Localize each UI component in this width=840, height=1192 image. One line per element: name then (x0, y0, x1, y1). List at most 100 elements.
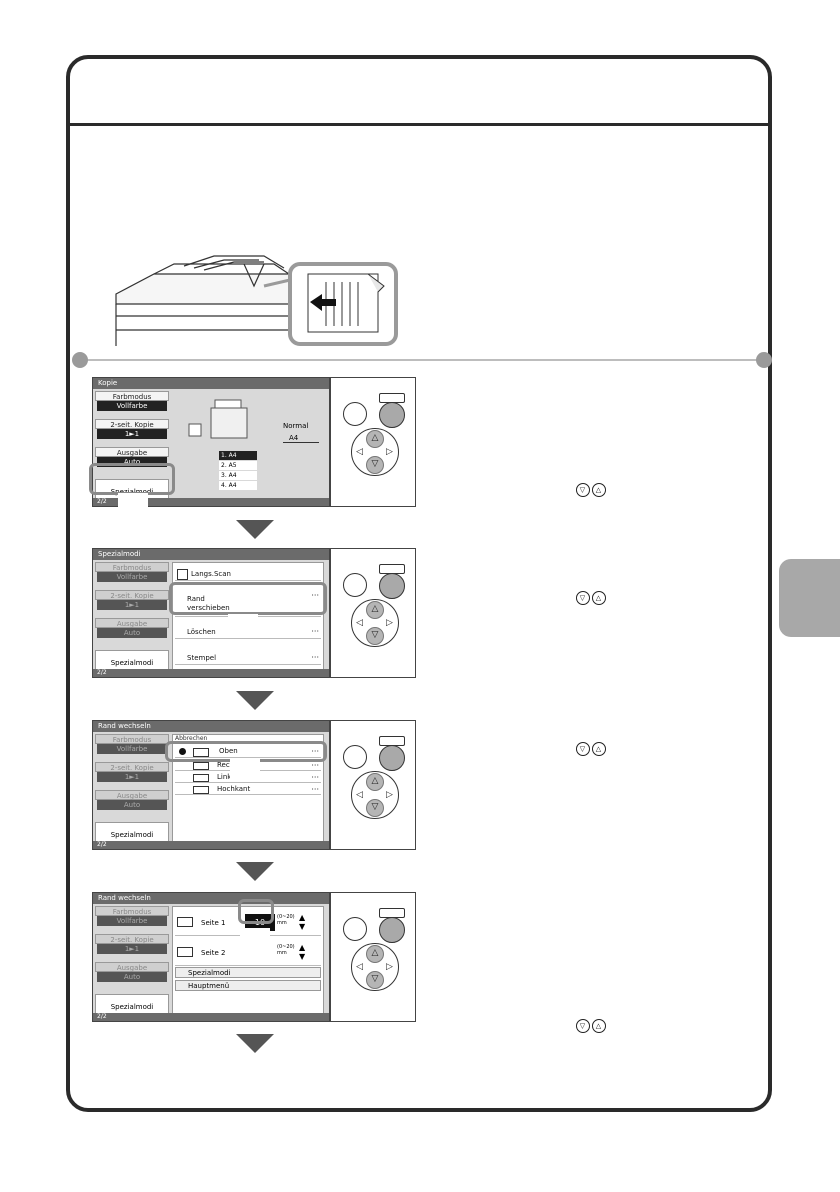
key-ok[interactable] (379, 917, 405, 943)
up-key-icon[interactable]: △ (366, 945, 384, 963)
key-back[interactable] (343, 402, 367, 426)
mode-duplex[interactable]: 2-seit. Kopie 1►1 (95, 419, 169, 439)
highlight-value (238, 899, 274, 924)
screen-title: Spezialmodi (93, 549, 329, 560)
mode-ausgabe: Ausgabe Auto (95, 790, 169, 810)
page-frame (66, 55, 772, 1112)
link-hauptmenue[interactable]: Hauptmenü (175, 980, 321, 991)
updown-keys-icon: ▽△ (576, 741, 608, 756)
screen-rand-wechseln-value: Rand wechseln Farbmodus Vollfarbe 2-seit… (92, 892, 330, 1022)
header-divider (70, 123, 768, 126)
dpad: △ ▽ ◁ ▷ (351, 599, 399, 647)
screen-spezialmodi: Spezialmodi Farbmodus Vollfarbe 2-seit. … (92, 548, 330, 678)
range-hint: (0~20)mm (277, 944, 295, 956)
updown-keys-icon: ▽△ (576, 590, 608, 605)
right-key-icon[interactable]: ▷ (386, 447, 393, 457)
highlight-rand-verschieben (169, 582, 327, 615)
callout-box (228, 614, 258, 628)
mode-farbmodus: Farbmodus Vollfarbe (95, 734, 169, 754)
mode-duplex: 2-seit. Kopie 1►1 (95, 590, 169, 610)
callout-box (240, 928, 270, 948)
divider-dot-right (756, 352, 772, 368)
menu-item-loeschen[interactable]: Löschen··· (175, 625, 321, 639)
option-oben[interactable]: Oben··· (175, 745, 321, 758)
key-ok[interactable] (379, 573, 405, 599)
screen-title: Rand wechseln (93, 893, 329, 904)
divider-dot-left (72, 352, 88, 368)
stepper-icon[interactable]: ▲▼ (299, 943, 306, 961)
screen-title: Kopie (93, 378, 329, 389)
up-key-icon[interactable]: △ (366, 601, 384, 619)
control-panel-3: △ ▽ ◁ ▷ (330, 720, 416, 850)
step-arrow-4 (236, 1034, 274, 1053)
side2-row: Seite 2 (0~20)mm ▲▼ (175, 941, 321, 966)
page-icon (193, 748, 209, 757)
right-key-icon[interactable]: ▷ (386, 790, 393, 800)
page-icon (193, 774, 209, 782)
tray-3[interactable]: 3. A4 (219, 471, 257, 480)
left-key-icon[interactable]: ◁ (356, 447, 363, 457)
down-key-icon[interactable]: ▽ (366, 799, 384, 817)
copier-illustration (115, 255, 398, 346)
right-key-icon[interactable]: ▷ (386, 962, 393, 972)
right-key-icon[interactable]: ▷ (386, 618, 393, 628)
radio-selected-icon (179, 748, 186, 755)
mode-ausgabe[interactable]: Ausgabe Auto (95, 447, 169, 467)
key-back[interactable] (343, 745, 367, 769)
highlight-spezialmodi (89, 463, 175, 495)
key-ok[interactable] (379, 402, 405, 428)
tray-list: 1. A4 2. A5 3. A4 4. A4 (219, 451, 257, 490)
callout-box (230, 759, 260, 781)
left-key-icon[interactable]: ◁ (356, 790, 363, 800)
mode-farbmodus: Farbmodus Vollfarbe (95, 906, 169, 926)
down-key-icon[interactable]: ▽ (366, 456, 384, 474)
dpad: △ ▽ ◁ ▷ (351, 771, 399, 819)
mode-farbmodus: Farbmodus Vollfarbe (95, 562, 169, 582)
key-ok[interactable] (379, 745, 405, 771)
tray-2[interactable]: 2. A5 (219, 461, 257, 470)
page-indicator: 2/2 (93, 841, 329, 849)
margin-menu: Abbrechen Oben··· Rech··· Link··· Hochka… (172, 734, 324, 842)
menu-item-langs-scan[interactable]: Langs.Scan (175, 567, 321, 581)
machine-diagram (188, 399, 248, 439)
stepper-icon[interactable]: ▲▼ (299, 913, 306, 931)
updown-keys-icon: ▽△ (576, 1018, 608, 1033)
mode-farbmodus[interactable]: Farbmodus Vollfarbe (95, 391, 169, 411)
option-hochkant[interactable]: Hochkant··· (175, 784, 321, 795)
callout-box (118, 493, 148, 507)
page-icon (193, 762, 209, 770)
mode-column: Farbmodus Vollfarbe 2-seit. Kopie 1►1 Au… (95, 906, 169, 1018)
mode-duplex: 2-seit. Kopie 1►1 (95, 934, 169, 954)
range-hint: (0~20)mm (277, 914, 295, 926)
option-links[interactable]: Link··· (175, 772, 321, 783)
control-panel-1: △ ▽ ◁ ▷ (330, 377, 416, 507)
key-back[interactable] (343, 917, 367, 941)
up-key-icon[interactable]: △ (366, 773, 384, 791)
screen-title: Rand wechseln (93, 721, 329, 732)
menu-item-stempel[interactable]: Stempel··· (175, 651, 321, 665)
section-divider (80, 359, 764, 361)
down-key-icon[interactable]: ▽ (366, 627, 384, 645)
tray-1[interactable]: 1. A4 (219, 451, 257, 460)
screen-rand-wechseln: Rand wechseln Farbmodus Vollfarbe 2-seit… (92, 720, 330, 850)
down-key-icon[interactable]: ▽ (366, 971, 384, 989)
left-key-icon[interactable]: ◁ (356, 618, 363, 628)
page-icon (193, 786, 209, 794)
control-panel-4: △ ▽ ◁ ▷ (330, 892, 416, 1022)
dpad: △ ▽ ◁ ▷ (351, 428, 399, 476)
mode-column: Farbmodus Vollfarbe 2-seit. Kopie 1►1 Au… (95, 734, 169, 846)
key-back[interactable] (343, 573, 367, 597)
left-key-icon[interactable]: ◁ (356, 962, 363, 972)
link-spezialmodi[interactable]: Spezialmodi (175, 967, 321, 978)
cancel-link[interactable]: Abbrechen (175, 735, 208, 742)
page-indicator: 2/2 (93, 498, 329, 506)
tray-4[interactable]: 4. A4 (219, 481, 257, 490)
up-key-icon[interactable]: △ (366, 430, 384, 448)
chapter-tab (779, 559, 840, 637)
page-indicator: 2/2 (93, 1013, 329, 1021)
paper-size: A4 (283, 434, 319, 443)
dpad: △ ▽ ◁ ▷ (351, 943, 399, 991)
mode-ausgabe: Ausgabe Auto (95, 618, 169, 638)
mode-column: Farbmodus Vollfarbe 2-seit. Kopie 1►1 Au… (95, 562, 169, 674)
checkbox-icon[interactable] (177, 569, 188, 580)
